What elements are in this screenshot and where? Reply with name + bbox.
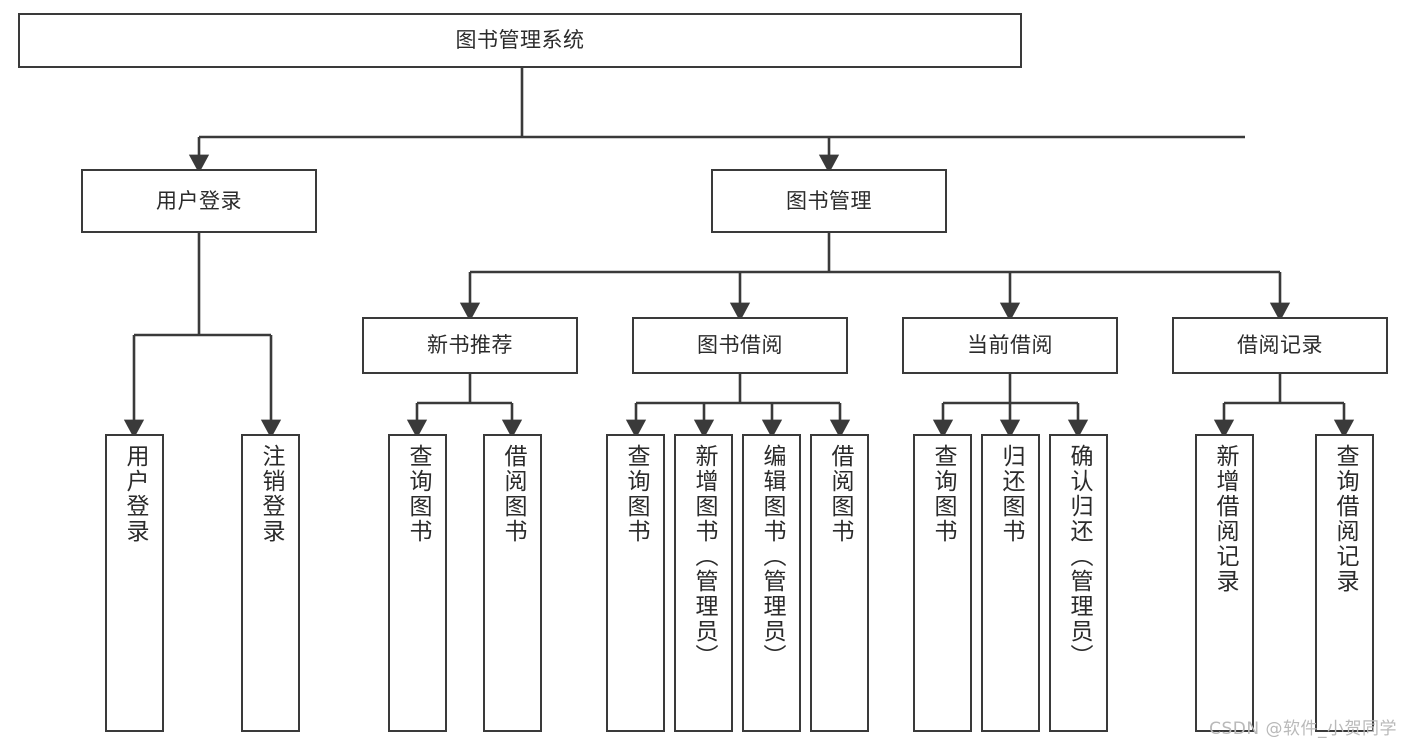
node-user-login[interactable]: 用户登录 — [81, 169, 317, 233]
node-current-borrow[interactable]: 当前借阅 — [902, 317, 1118, 374]
node-root-system[interactable]: 图书管理系统 — [18, 13, 1022, 68]
node-label: 图书管理系统 — [455, 28, 585, 53]
node-leaf-add-book-admin[interactable]: 新增图书（管理员） — [674, 434, 733, 732]
node-leaf-borrow-book[interactable]: 借阅图书 — [810, 434, 869, 732]
node-leaf-user-login[interactable]: 用户登录 — [105, 434, 164, 732]
node-leaf-borrow-book-recommend[interactable]: 借阅图书 — [483, 434, 542, 732]
node-leaf-query-book-recommend[interactable]: 查询图书 — [388, 434, 447, 732]
node-label: 查询图书 — [930, 444, 956, 544]
node-label: 注销登录 — [258, 444, 284, 544]
node-leaf-confirm-return-admin[interactable]: 确认归还（管理员） — [1049, 434, 1108, 732]
node-label: 借阅图书 — [500, 444, 526, 544]
node-label: 归还图书 — [998, 444, 1024, 544]
node-label: 新增图书（管理员） — [691, 444, 717, 669]
node-leaf-query-borrow-record[interactable]: 查询借阅记录 — [1315, 434, 1374, 732]
node-leaf-query-book-borrow[interactable]: 查询图书 — [606, 434, 665, 732]
node-label: 编辑图书（管理员） — [759, 444, 785, 669]
node-label: 当前借阅 — [967, 333, 1053, 358]
node-new-book-recommend[interactable]: 新书推荐 — [362, 317, 578, 374]
node-label: 确认归还（管理员） — [1066, 444, 1092, 669]
node-leaf-add-borrow-record[interactable]: 新增借阅记录 — [1195, 434, 1254, 732]
node-label: 图书管理 — [786, 188, 872, 213]
node-label: 查询图书 — [623, 444, 649, 544]
node-label: 查询借阅记录 — [1332, 444, 1358, 594]
node-leaf-edit-book-admin[interactable]: 编辑图书（管理员） — [742, 434, 801, 732]
node-borrow-record[interactable]: 借阅记录 — [1172, 317, 1388, 374]
watermark: CSDN @软件_小贺同学 — [1209, 719, 1397, 739]
node-label: 用户登录 — [156, 188, 242, 213]
node-label: 借阅记录 — [1237, 333, 1323, 358]
node-label: 新书推荐 — [427, 333, 513, 358]
node-label: 新增借阅记录 — [1212, 444, 1238, 594]
node-label: 用户登录 — [122, 444, 148, 544]
node-book-borrow[interactable]: 图书借阅 — [632, 317, 848, 374]
node-leaf-query-book-current[interactable]: 查询图书 — [913, 434, 972, 732]
node-leaf-logout[interactable]: 注销登录 — [241, 434, 300, 732]
node-leaf-return-book[interactable]: 归还图书 — [981, 434, 1040, 732]
node-label: 借阅图书 — [827, 444, 853, 544]
node-book-management[interactable]: 图书管理 — [711, 169, 947, 233]
node-label: 图书借阅 — [697, 333, 783, 358]
node-label: 查询图书 — [405, 444, 431, 544]
